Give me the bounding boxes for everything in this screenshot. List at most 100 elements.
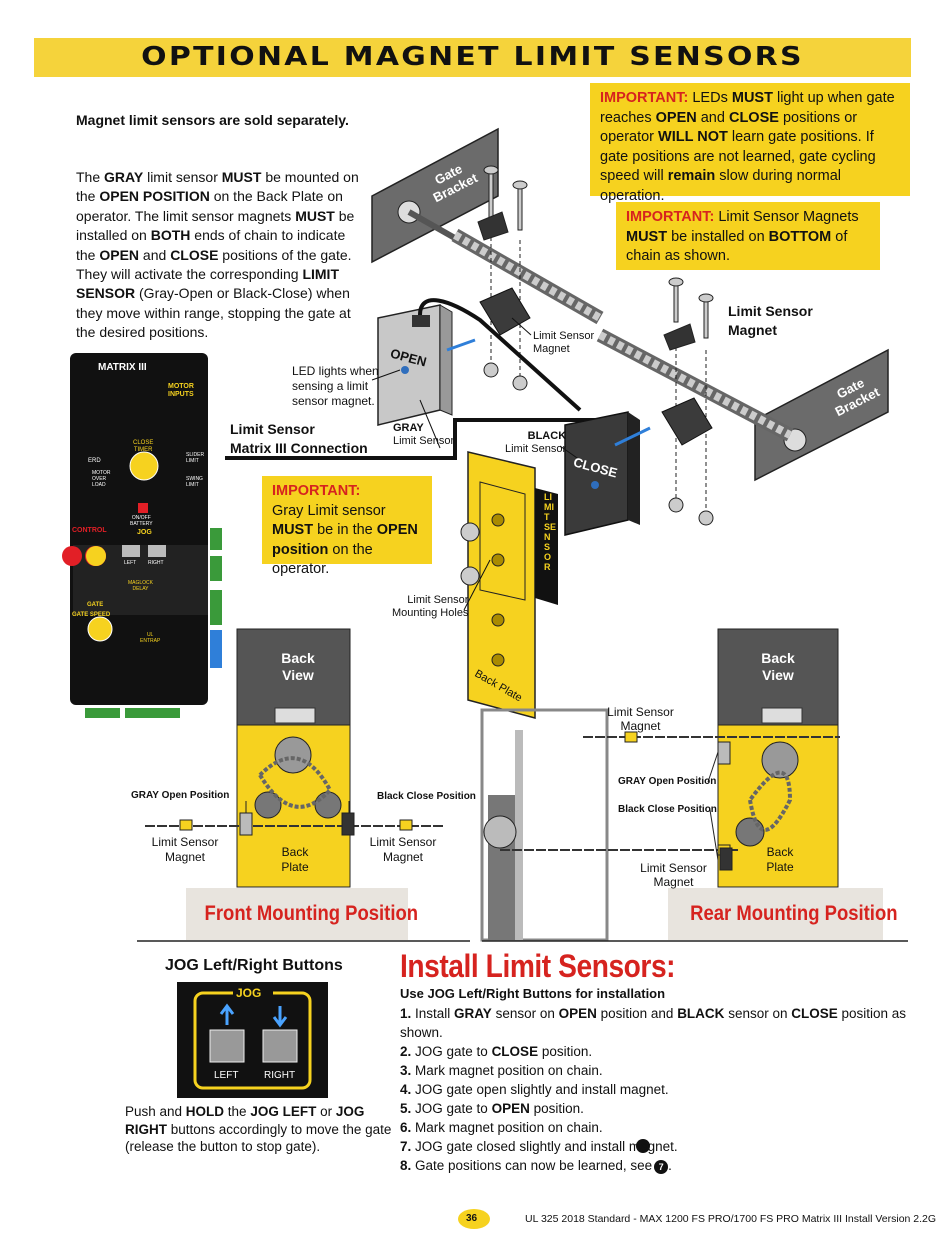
matrix-slider-limit: SLIDER LIMIT	[186, 452, 205, 464]
rich-run: Gate positions can now be learned, see	[411, 1158, 653, 1173]
rich-run: MUST	[731, 90, 773, 106]
rich-run: 4.	[400, 1082, 412, 1097]
rich-run: JOG RIGHT	[125, 1104, 365, 1137]
see-ref-circle	[636, 1139, 650, 1153]
page-number: 36	[466, 1213, 478, 1224]
rich-run: 5.	[400, 1101, 412, 1116]
rear-operator	[480, 628, 908, 942]
rich-run: JOG gate to	[411, 1044, 492, 1059]
rich-run: CLOSE	[791, 1006, 838, 1021]
page-title: OPTIONAL MAGNET LIMIT SENSORS	[141, 42, 804, 72]
jog-panel-label: JOG	[236, 986, 262, 1000]
important-label: IMPORTANT:	[600, 90, 689, 106]
install-step: 8. Gate positions can now be learned, se…	[400, 1158, 672, 1174]
matrix-connection-label: Limit Sensor Matrix III Connection	[230, 421, 368, 456]
intro-paragraph: The GRAY limit sensor MUST be mounted on…	[76, 168, 361, 343]
matrix-swing-limit: SWING LIMIT	[186, 476, 203, 488]
rich-run: position.	[529, 1101, 584, 1116]
important-label: IMPORTANT:	[272, 483, 361, 499]
rear-mounting-title: Rear Mounting Position	[690, 902, 898, 925]
sensor-cable	[418, 298, 582, 412]
front-mounting-title: Front Mounting Position	[204, 902, 419, 925]
rich-run: 6.	[400, 1120, 412, 1135]
rear-black-close-label: Black Close Position	[618, 804, 717, 815]
matrix-left: LEFT	[124, 560, 137, 566]
rich-run: OPEN POSITION	[99, 188, 210, 205]
mounting-holes-label: Limit Sensor Mounting Holes	[392, 594, 469, 619]
rich-run: JOG gate open slightly and install magne…	[411, 1082, 669, 1097]
rich-run: light up when gate reaches	[600, 90, 895, 126]
install-step: 7. JOG gate closed slightly and install …	[400, 1137, 920, 1156]
important-magnets-box: IMPORTANT: Limit Sensor Magnets MUST be …	[616, 202, 880, 270]
jog-left-button-label[interactable]: LEFT	[214, 1070, 239, 1081]
matrix-title: MATRIX III	[98, 362, 147, 373]
rich-run: OPEN	[99, 246, 140, 263]
important-leds-box: IMPORTANT: LEDs MUST light up when gate …	[590, 83, 910, 204]
rich-run: 2.	[400, 1044, 412, 1059]
rich-run: LIMIT SENSOR	[76, 266, 339, 302]
matrix-control: CONTROL	[72, 527, 107, 534]
matrix-right: RIGHT	[148, 560, 164, 566]
rich-run: OPEN	[491, 1101, 530, 1116]
back-plate	[460, 451, 558, 719]
rich-run: Gray Limit sensor	[272, 502, 386, 519]
black-sensor-label: BLACK Limit Sensor	[505, 430, 566, 455]
title-banner	[34, 38, 911, 77]
matrix-board	[62, 353, 222, 718]
sold-separately-note: Magnet limit sensors are sold separately…	[76, 112, 349, 128]
matrix-maglock: MAGLOCK DELAY	[128, 580, 154, 592]
rich-run: BOTH	[150, 227, 191, 244]
vertical-limit-sensor-text: LIMIT SENSOR	[544, 492, 557, 572]
rich-run: MUST	[626, 228, 668, 245]
black-close-sensor	[564, 411, 651, 536]
rich-run: CLOSE	[170, 246, 219, 263]
jog-right-button-label[interactable]: RIGHT	[264, 1070, 296, 1081]
rich-run: be installed on	[667, 228, 769, 245]
rich-run: JOG gate closed slightly and install mag…	[411, 1139, 678, 1154]
rich-run: WILL NOT	[658, 129, 728, 145]
rich-run: be installed on	[76, 207, 355, 244]
rich-run: Mark magnet position on chain.	[411, 1120, 603, 1135]
important-label: IMPORTANT:	[626, 209, 715, 225]
rich-run: on the Back Plate on operator. The limit…	[76, 188, 343, 224]
matrix-gate: GATE	[87, 602, 104, 608]
rich-run: sensor on	[491, 1006, 559, 1021]
front-back-view: Back View	[281, 650, 315, 683]
matrix-jog: JOG	[137, 529, 152, 536]
install-step: 4. JOG gate open slightly and install ma…	[400, 1080, 920, 1099]
leader-lines	[371, 317, 581, 611]
important-gray-text: Gray Limit sensor MUST be in the OPEN po…	[272, 503, 418, 578]
rich-run: LEDs	[688, 90, 732, 106]
rich-run: Mark magnet position on chain.	[411, 1063, 603, 1078]
rich-run: position.	[538, 1044, 593, 1059]
important-leds-text: LEDs MUST light up when gate reaches OPE…	[600, 90, 895, 204]
rich-run: Limit Sensor Magnets	[714, 209, 859, 225]
limit-sensor-magnet-label-big: Limit Sensor Magnet	[728, 303, 813, 338]
front-back-plate-label: Back Plate	[281, 845, 309, 874]
gray-sensor-label: GRAY Limit Sensor	[393, 422, 454, 447]
front-black-close-label: Black Close Position	[377, 791, 476, 802]
front-operator	[137, 628, 470, 942]
screws-right	[663, 277, 714, 526]
black-sub: Limit Sensor	[505, 442, 567, 455]
footer-doc-title: UL 325 2018 Standard - MAX 1200 FS PRO/1…	[525, 1213, 937, 1225]
rich-run: or	[316, 1104, 336, 1119]
see-ref-badge: 7	[654, 1160, 669, 1174]
rich-run: BOTTOM	[768, 228, 832, 245]
rich-run: CLOSE	[728, 109, 779, 126]
chain-right	[596, 328, 794, 442]
jog-caption: Push and HOLD the JOG LEFT or JOG RIGHT …	[125, 1103, 395, 1156]
rear-back-plate-label: Back Plate	[766, 845, 794, 874]
front-magnet-left-label: Limit Sensor Magnet	[151, 835, 219, 864]
rich-run: Push and	[125, 1104, 186, 1119]
rich-run: and	[139, 246, 171, 263]
gray-open-sensor	[377, 304, 476, 426]
limit-sensor-magnet-label-small: Limit Sensor Magnet	[533, 330, 595, 355]
matrix-motor-inputs: MOTOR INPUTS	[168, 383, 194, 398]
rich-run: 3.	[400, 1063, 412, 1078]
black-word: BLACK	[527, 430, 567, 442]
rich-run: MUST	[272, 522, 314, 538]
install-subheading: Use JOG Left/Right Buttons for installat…	[400, 986, 666, 1001]
rich-run: GRAY	[104, 169, 144, 185]
rich-run: positions of the gate. They will activat…	[76, 246, 352, 283]
